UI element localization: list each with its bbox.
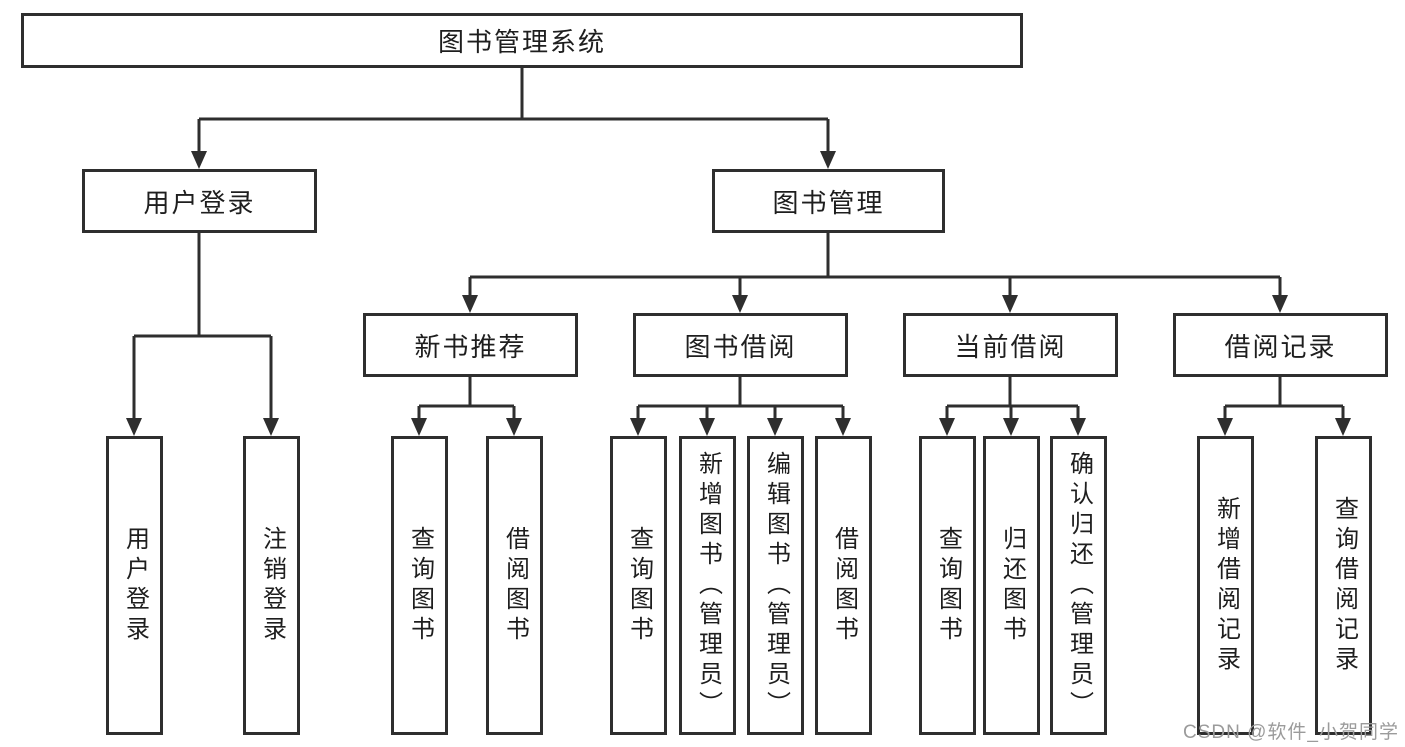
leaf-logout: 注销登录 [243,436,300,735]
leaf-borrowing-edit-books: 编辑图书（管理员） [747,436,804,735]
leaf-borrowing-add-books: 新增图书（管理员） [679,436,736,735]
leaf-borrowing-borrow-books: 借阅图书 [815,436,872,735]
node-book-management: 图书管理 [712,169,945,233]
node-borrow-records: 借阅记录 [1173,313,1388,377]
node-current-borrowing: 当前借阅 [903,313,1118,377]
leaf-records-add-record: 新增借阅记录 [1197,436,1254,735]
leaf-borrowing-query-books: 查询图书 [610,436,667,735]
node-book-borrowing: 图书借阅 [633,313,848,377]
leaf-newbook-query-books: 查询图书 [391,436,448,735]
node-new-book-recommend: 新书推荐 [363,313,578,377]
leaf-records-query-record: 查询借阅记录 [1315,436,1372,735]
leaf-user-login: 用户登录 [106,436,163,735]
node-user-login: 用户登录 [82,169,317,233]
csdn-watermark: CSDN @软件_小贺同学 [1183,722,1399,743]
leaf-newbook-borrow-books: 借阅图书 [486,436,543,735]
node-library-system: 图书管理系统 [21,13,1023,68]
leaf-current-query-books: 查询图书 [919,436,976,735]
leaf-current-confirm-return: 确认归还（管理员） [1050,436,1107,735]
leaf-current-return-books: 归还图书 [983,436,1040,735]
